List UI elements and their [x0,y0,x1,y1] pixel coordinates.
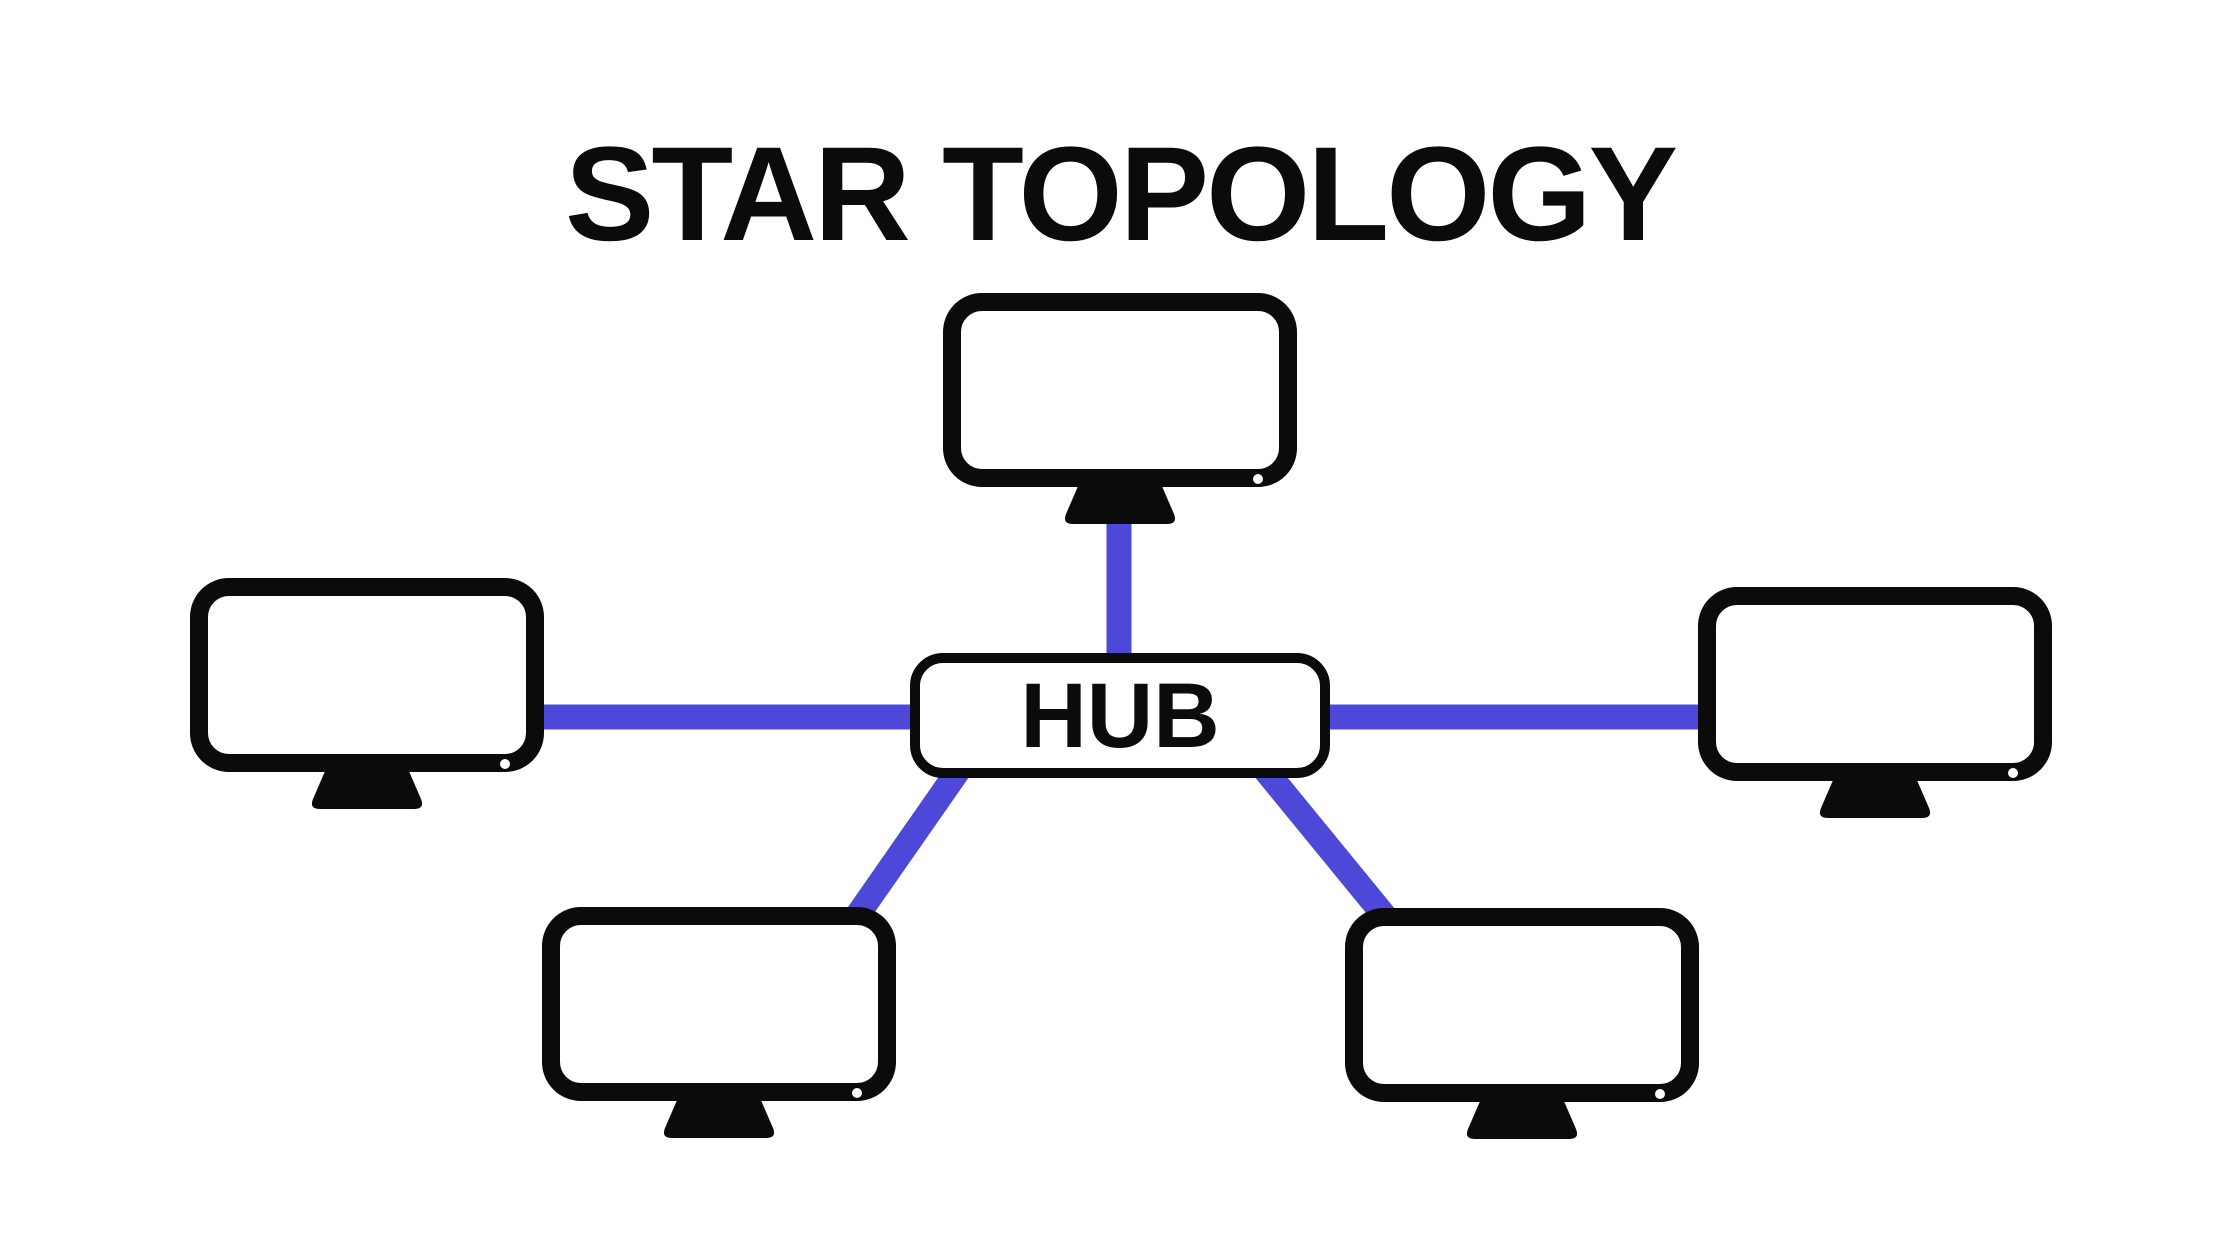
computer-node-right [1707,596,2043,818]
computer-node-left [199,587,535,809]
computer-node-bottom-left [551,916,887,1138]
diagram-title: STAR TOPOLOGY [564,120,1678,269]
hub-node: HUB [910,653,1330,778]
computer-node-bottom-right [1354,917,1690,1139]
hub-label: HUB [1020,665,1219,767]
hub-box [910,653,1330,778]
computer-node-top [952,302,1288,524]
